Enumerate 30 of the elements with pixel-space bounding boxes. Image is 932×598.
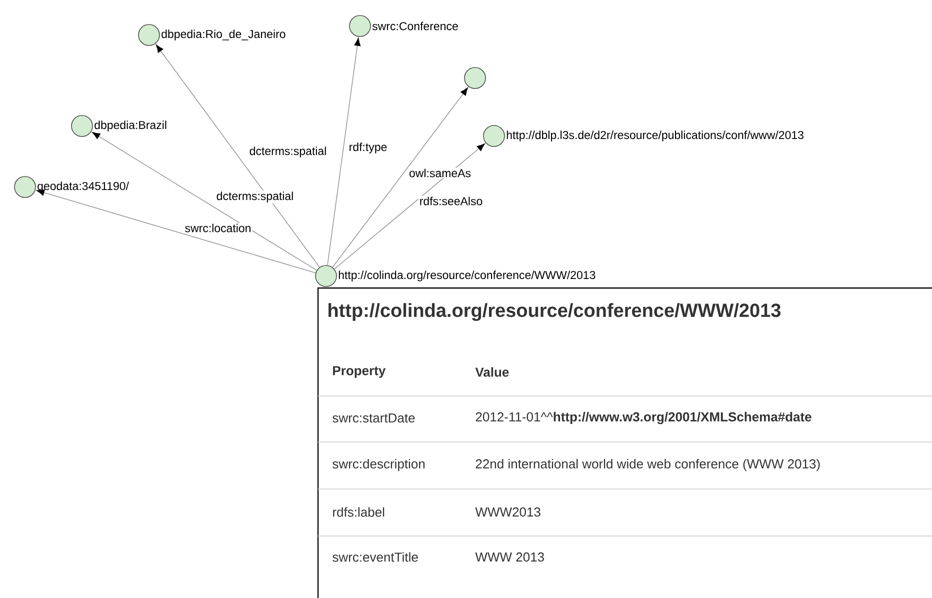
edge-label: rdfs:seeAlso [418, 196, 484, 206]
table-cell: WWW 2013 [475, 552, 544, 562]
table-cell: rdfs:label [333, 507, 384, 517]
node-label: swrc:Conference [372, 22, 458, 30]
arrow [334, 144, 485, 270]
table-cell: 22nd international world wide web conference (WWW 2013) [476, 458, 820, 472]
node-label: geodata:3451190/ [38, 182, 129, 192]
node-label: http://colinda.org/resource/conference/WWW/2013 [338, 270, 596, 282]
node-label: dbpedia:Brazil [94, 120, 166, 132]
arrow [327, 38, 361, 266]
arrow [156, 44, 320, 268]
table-cell: swrc:eventTitle [332, 552, 418, 562]
table-cell: WWW2013 [475, 507, 540, 517]
column-header: Property [333, 366, 386, 378]
edge-label: dcterms:spatial [215, 190, 295, 204]
arrow [332, 88, 468, 268]
table-cell: swrc:startDate [332, 413, 415, 423]
arrow [36, 189, 316, 274]
column-header: Value [475, 367, 509, 377]
arrow [92, 132, 318, 271]
node-label: http://dblp.l3s.de/d2r/resource/publications/conf/www/2013 [506, 130, 804, 142]
edge-label: swrc:location [184, 222, 252, 234]
table-cell: 2012-11-01^^http://www.w3.org/2001/XMLSchema#date [476, 412, 812, 424]
edge-label: dcterms:spatial [248, 146, 328, 158]
edge-label: rdf:type [348, 142, 388, 154]
panel-title: http://colinda.org/resource/conference/WWW/2013 [328, 303, 780, 321]
node-label: dbpedia:Rio_de_Janeiro [162, 30, 286, 40]
table-cell: swrc:description [332, 458, 425, 472]
graph-node [464, 67, 486, 89]
edge-label: owl:sameAs [408, 168, 472, 178]
